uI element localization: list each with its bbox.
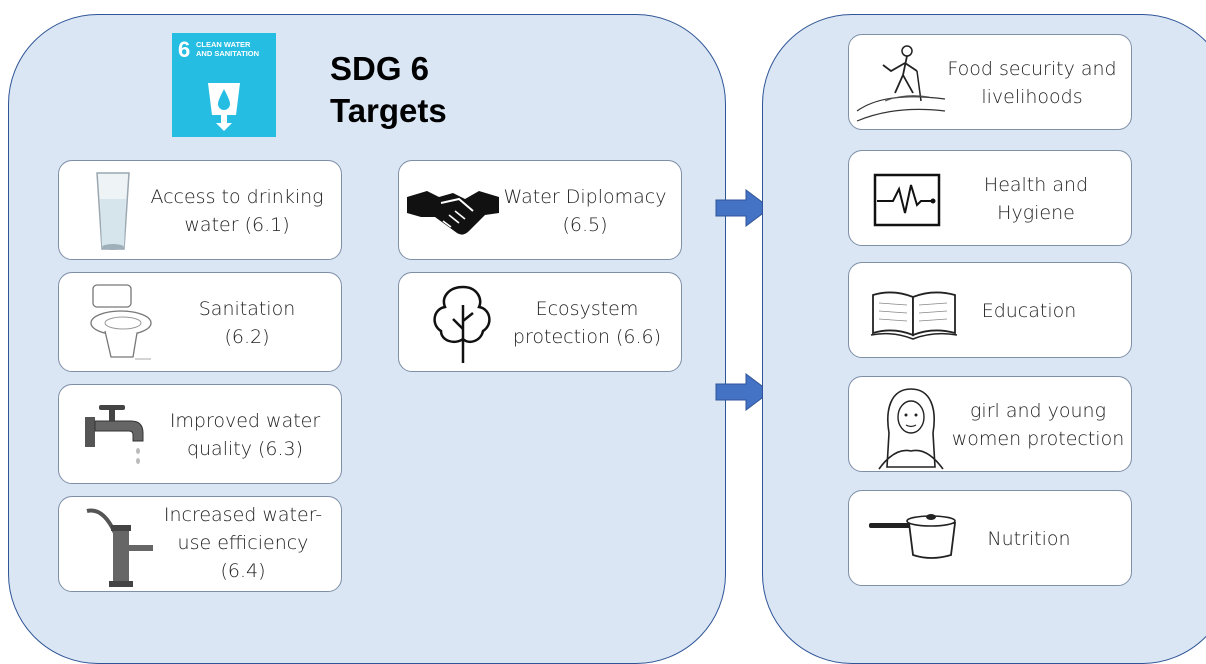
water-drop-glass-icon (208, 83, 240, 131)
outcome-card-women: girl and young women protection (848, 376, 1132, 472)
farmer-icon (856, 45, 946, 122)
outcome-card-education: Education (848, 262, 1132, 358)
target-card-6-5: Water Diplomacy (6.5) (398, 160, 682, 260)
outcome-label-education: Education (981, 300, 1077, 322)
logo-text-line1: CLEAN WATER (196, 40, 251, 49)
outcome-card-health: Health and Hygiene (848, 150, 1132, 246)
outcome-label-women: girl and young women protection (951, 400, 1125, 450)
diagram-title: SDG 6 Targets (330, 50, 447, 129)
arrow-icon-upper (715, 189, 771, 227)
handshake-icon (407, 191, 499, 235)
woman-icon (878, 388, 944, 470)
drinking-glass-icon (96, 172, 130, 250)
water-tap-icon (85, 405, 144, 464)
target-card-6-1: Access to drinking water (6.1) (58, 160, 342, 260)
toilet-icon (90, 284, 152, 360)
outcome-card-food: Food security and livelihoods (848, 34, 1132, 130)
outcome-label-nutrition: Nutrition (987, 528, 1071, 550)
outcome-card-nutrition: Nutrition (848, 490, 1132, 586)
hand-pump-icon (86, 508, 153, 587)
target-label-6-5: Water Diplomacy (6.5) (503, 186, 667, 236)
open-book-icon (870, 291, 958, 340)
outcome-label-health: Health and Hygiene (983, 174, 1089, 224)
target-card-6-2: Sanitation (6.2) (58, 272, 342, 372)
target-label-6-2: Sanitation (6.2) (198, 298, 296, 348)
logo-number: 6 (178, 37, 191, 62)
target-card-6-4: Increased water- use efficiency (6.4) (58, 496, 342, 592)
target-label-6-4: Increased water- use efficiency (6.4) (163, 504, 323, 582)
target-card-6-6: Ecosystem protection (6.6) (398, 272, 682, 372)
outcome-label-food: Food security and livelihoods (947, 58, 1117, 108)
cooking-pot-icon (869, 514, 957, 559)
logo-text-line2: AND SANITATION (196, 49, 260, 58)
target-label-6-1: Access to drinking water (6.1) (150, 186, 324, 236)
sdg6-logo: 6 CLEAN WATER AND SANITATION (172, 33, 276, 137)
arrow-icon-lower (715, 373, 771, 411)
target-card-6-3: Improved water quality (6.3) (58, 384, 342, 484)
tree-icon (433, 285, 491, 363)
target-label-6-6: Ecosystem protection (6.6) (512, 298, 662, 348)
heartbeat-monitor-icon (873, 173, 941, 227)
target-label-6-3: Improved water quality (6.3) (169, 410, 321, 460)
